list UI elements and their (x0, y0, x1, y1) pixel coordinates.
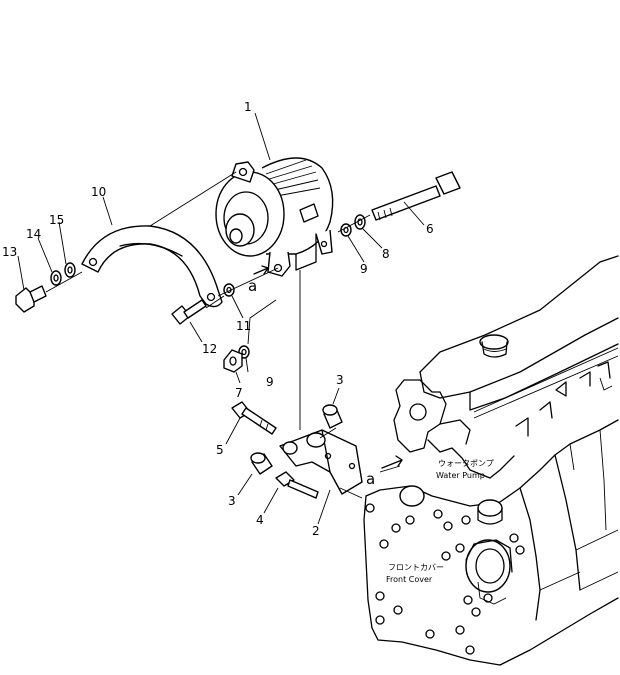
front-cover-label-en: Front Cover (386, 575, 433, 584)
washer-11 (223, 283, 235, 297)
front-cover-bolts (365, 503, 525, 655)
assembly-lines (45, 171, 401, 499)
callout-9-lower: 9 (266, 375, 274, 389)
ref-label-a-lower: a (366, 470, 375, 488)
front-cover-label-jp: フロントカバー (388, 563, 444, 572)
mounting-bracket (279, 429, 363, 495)
callout-10: 10 (91, 185, 106, 199)
callout-3-lower: 3 (228, 494, 236, 508)
callout-15: 15 (49, 213, 64, 227)
washer-14 (50, 270, 62, 286)
oil-filler-cap (479, 334, 509, 358)
callout-7: 7 (235, 386, 243, 400)
bolt-12 (171, 299, 207, 325)
callout-12: 12 (202, 342, 217, 356)
nut-7 (223, 349, 243, 373)
ref-arrow-a-lower (381, 455, 403, 469)
callout-2: 2 (312, 524, 320, 538)
bolt-5 (231, 401, 277, 435)
callout-4: 4 (256, 513, 264, 527)
callout-6: 6 (426, 222, 434, 236)
bolt-6 (371, 171, 461, 221)
callout-14: 14 (26, 227, 41, 241)
callout-9-upper: 9 (360, 262, 368, 276)
spacer-3-lower (250, 452, 273, 475)
water-pump-label-jp: ウォータポンプ (438, 459, 494, 468)
alternator (215, 157, 334, 277)
callout-13: 13 (2, 245, 17, 259)
washer-15 (64, 262, 76, 278)
front-cover-boss (465, 539, 513, 605)
ref-arrow-a-upper (253, 265, 269, 275)
leader-lines (17, 112, 425, 525)
callout-1: 1 (244, 100, 252, 114)
callout-5: 5 (216, 443, 224, 457)
adjusting-bracket (81, 225, 223, 308)
callout-numbers: 1 10 15 14 13 6 8 9 a 11 12 9 7 3 5 a 3 … (2, 100, 434, 538)
callout-8: 8 (382, 247, 390, 261)
callout-11: 11 (236, 319, 251, 333)
spacer-3-upper (322, 404, 343, 429)
engine-block: ウォータポンプ Water Pump フロントカバー Front Cover (363, 255, 619, 666)
bolt-4 (275, 471, 319, 499)
callout-3-upper: 3 (336, 373, 344, 387)
ref-label-a-upper: a (248, 277, 257, 295)
water-pump-label-en: Water Pump (436, 471, 485, 480)
bolt-13 (15, 285, 47, 313)
